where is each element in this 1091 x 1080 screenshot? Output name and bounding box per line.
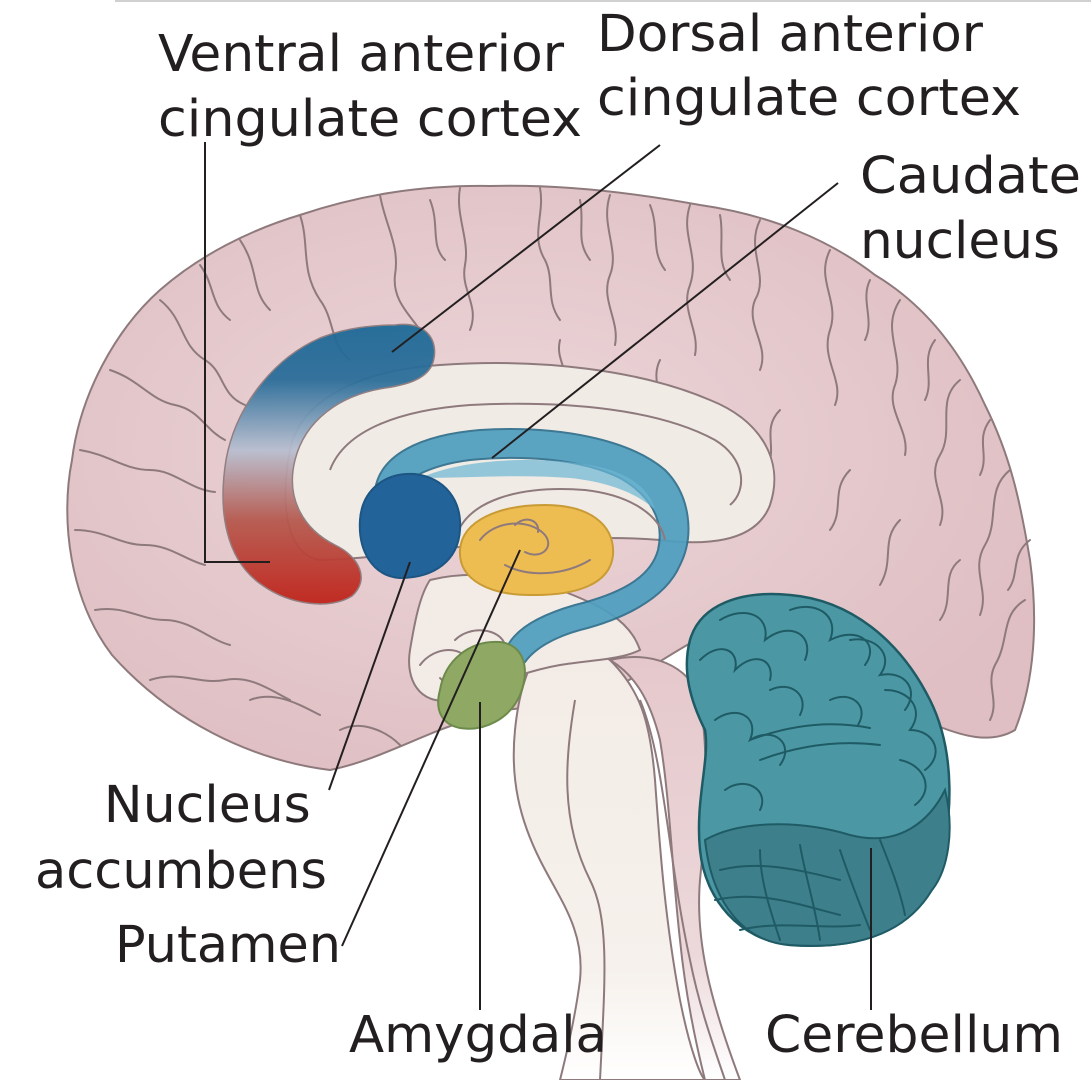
label-dorsal-acc-line1: Dorsal anterior (597, 5, 983, 64)
corpus-callosum-line (329, 402, 743, 506)
putamen-curl (479, 522, 550, 556)
leader-putamen (341, 549, 521, 947)
caudate-inner-line (454, 488, 666, 541)
leader-caudate (491, 182, 839, 459)
label-nucleus-accumbens-line2: accumbens (35, 842, 327, 901)
label-nucleus-accumbens: Nucleus accumbens (35, 776, 327, 901)
leader-lines (204, 142, 872, 1010)
label-caudate-nucleus: Caudate nucleus (860, 147, 1091, 271)
cortical-folds (74, 187, 1031, 746)
cerebellum-lower-lobe (703, 787, 951, 947)
leader-nucleus-accumbens (328, 561, 411, 791)
label-nucleus-accumbens-line1: Nucleus (104, 776, 311, 835)
brainstem-line-2 (566, 699, 606, 1080)
putamen-curl-2 (514, 518, 540, 533)
amygdala (437, 640, 526, 730)
brainstem (512, 643, 707, 1080)
label-ventral-acc-line2: cingulate cortex (158, 90, 582, 149)
label-dorsal-acc-line2: cingulate cortex (597, 69, 1021, 128)
label-cerebellum: Cerebellum (765, 1006, 1063, 1065)
label-caudate-line1: Caudate (860, 147, 1081, 206)
label-ventral-acc-line1: Ventral anterior (158, 25, 564, 84)
nucleus-accumbens (358, 472, 462, 580)
label-amygdala: Amygdala (349, 1006, 607, 1065)
putamen (458, 503, 615, 597)
cerebellum-folia (699, 605, 937, 941)
anterior-cingulate-cortex (222, 323, 436, 605)
brainstem-line (639, 699, 726, 1080)
leader-ventral-acc (204, 142, 270, 563)
caudate-highlight (420, 459, 655, 510)
label-putamen: Putamen (115, 916, 341, 975)
label-caudate-line2: nucleus (860, 212, 1060, 271)
label-dorsal-acc: Dorsal anterior cingulate cortex (597, 5, 1021, 128)
leader-dorsal-acc (391, 144, 661, 353)
label-ventral-acc: Ventral anterior cingulate cortex (158, 25, 582, 149)
